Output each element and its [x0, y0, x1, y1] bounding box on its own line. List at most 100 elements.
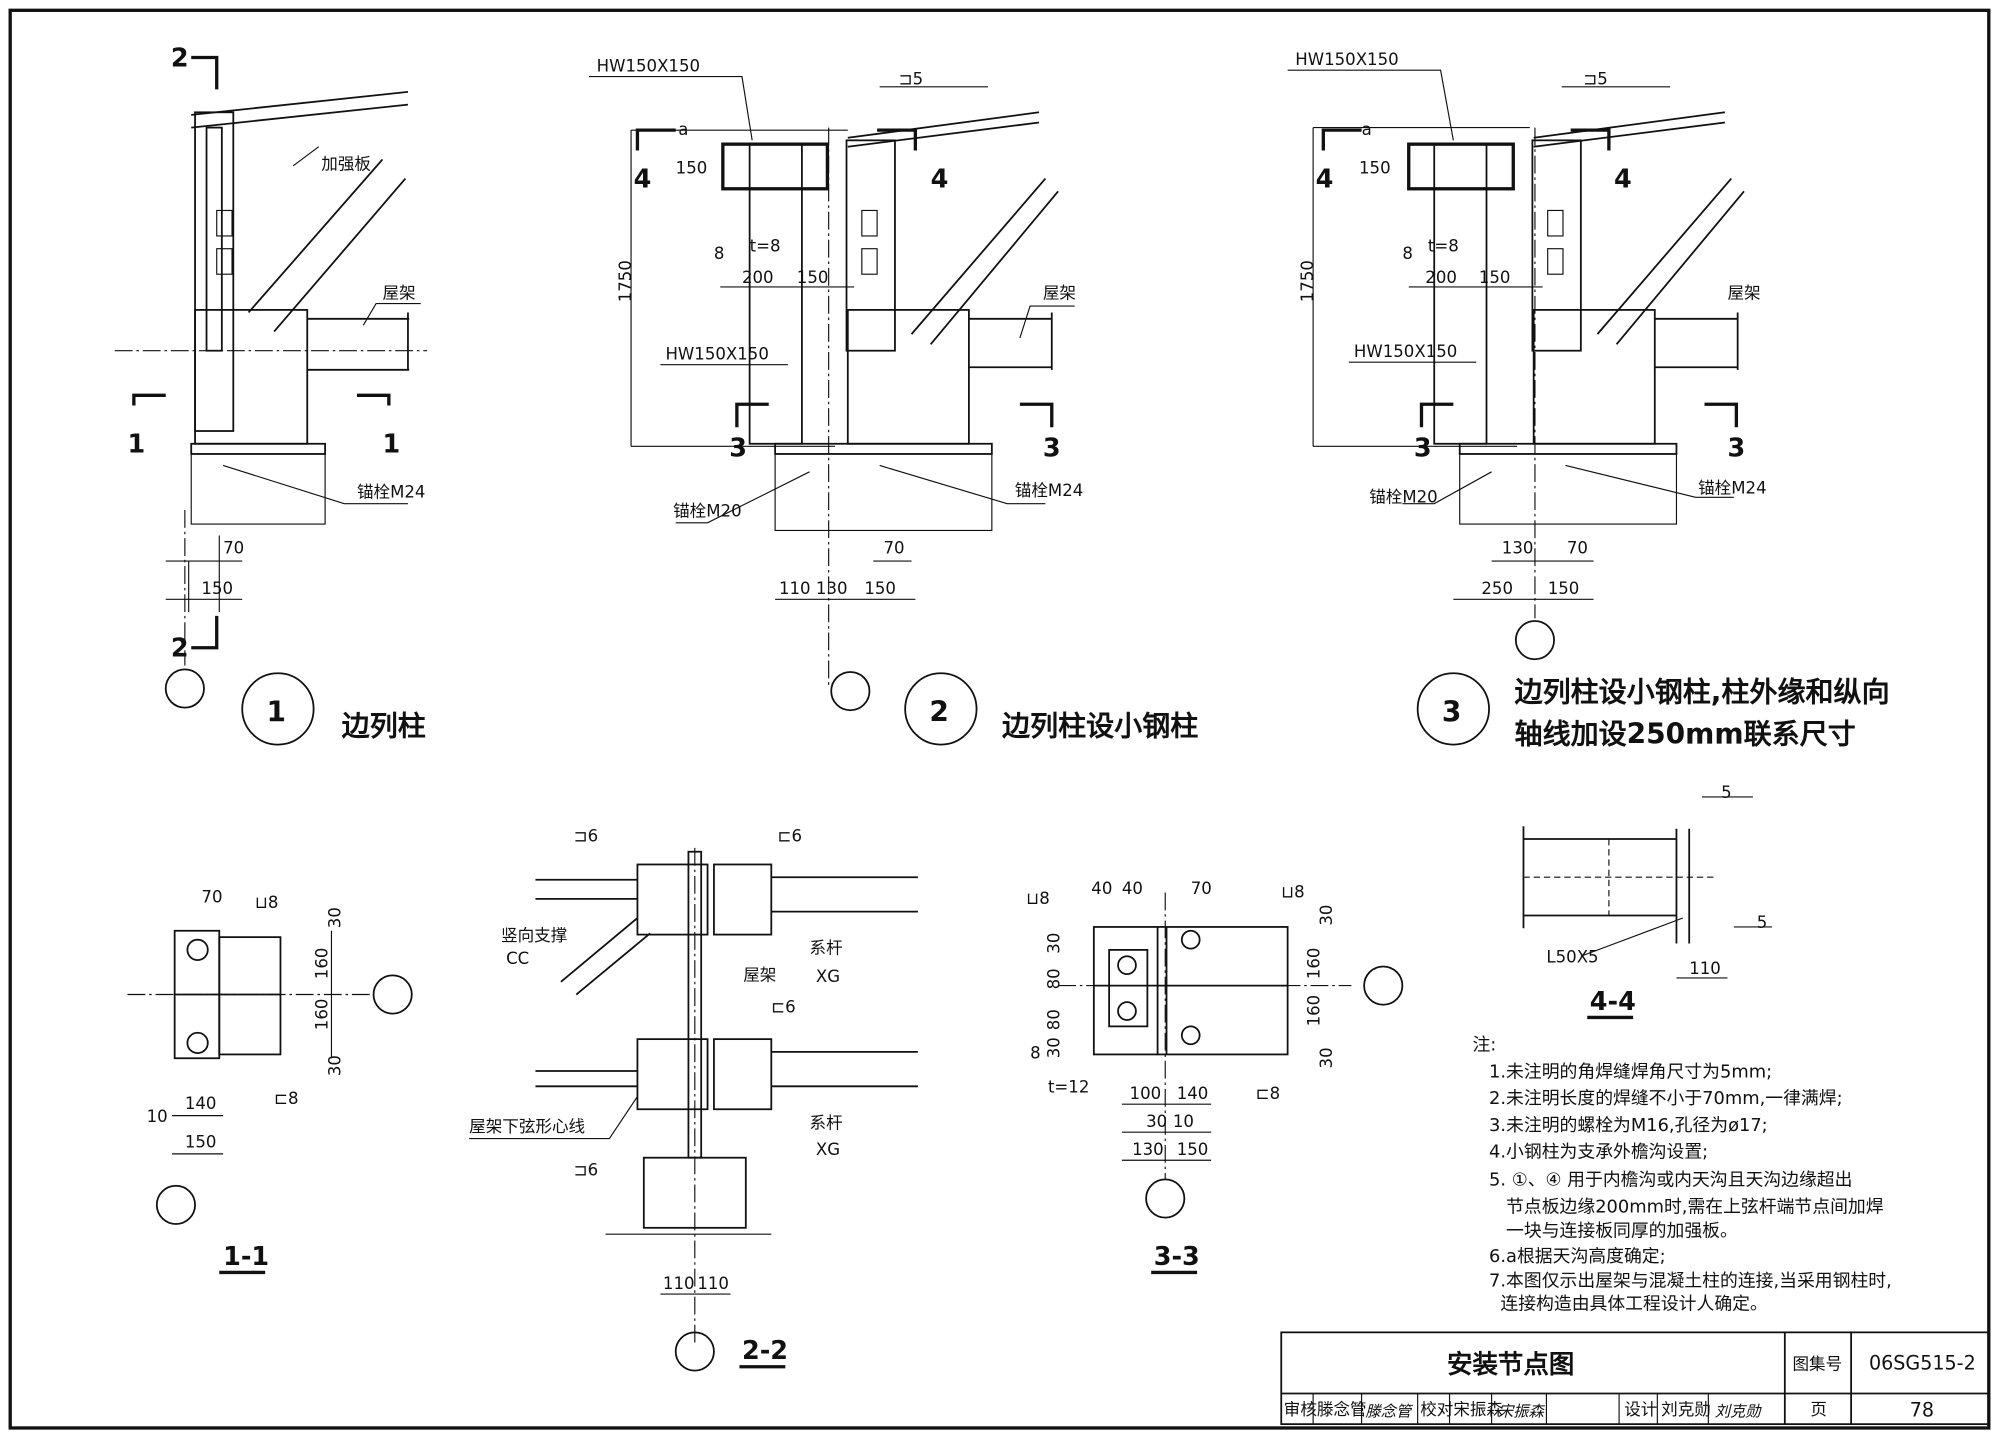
- dim-80: 80: [1044, 968, 1063, 989]
- anchor-m24-label: 锚栓M24: [1698, 478, 1767, 497]
- note-2: 2.未注明长度的焊缝不小于70mm,一律满焊;: [1489, 1088, 1843, 1109]
- weld-label: ⊐5: [899, 69, 923, 88]
- section-4-4: 5 5 L50X5 110 4-4: [1522, 783, 1773, 1020]
- dim-150: 150: [864, 579, 896, 598]
- section-mark-1-right: 1: [382, 430, 400, 460]
- section-mark-4-left: 4: [1316, 165, 1334, 195]
- dim-10: 10: [1173, 1112, 1194, 1131]
- note-7-cont: 连接构造由具体工程设计人确定。: [1489, 1293, 1768, 1314]
- dim-1750: 1750: [1298, 260, 1317, 302]
- axis-bubble: [830, 671, 871, 712]
- section-mark-3-right: 3: [1043, 434, 1061, 464]
- section-3-3: ⊔8 40 40 70 ⊔8 30 80 80 30 8 30 160 160 …: [1026, 879, 1404, 1275]
- section-mark-4-right: 4: [1614, 165, 1632, 195]
- tie-code-top: XG: [816, 967, 840, 986]
- detail-number: 2: [929, 696, 949, 729]
- dim-110: 110: [779, 579, 811, 598]
- section-title: 1-1: [223, 1242, 269, 1272]
- detail-1-edge-column: 2 1 1 加强板 屋架 锚栓M24 70 150 2 1 边列柱: [114, 43, 428, 746]
- dim-10: 10: [147, 1107, 168, 1126]
- plate-thickness: t=8: [1428, 236, 1459, 255]
- section-title: 3-3: [1154, 1242, 1200, 1272]
- axis-bubble: [1363, 965, 1404, 1006]
- note-5-cont1: 节点板边缘200mm时,需在上弦杆端节点间加焊: [1489, 1197, 1884, 1218]
- detail-number-circle: [1416, 672, 1490, 746]
- dim-130: 130: [1502, 538, 1534, 557]
- dim-70: 70: [883, 538, 904, 557]
- weld-3: ⊏6: [771, 997, 795, 1016]
- dim-250: 250: [1481, 579, 1513, 598]
- dim-a: a: [678, 120, 688, 139]
- dim-150: 150: [1177, 1140, 1209, 1159]
- weld-2: ⊏6: [778, 827, 802, 846]
- weld-label: ⊐5: [1583, 69, 1607, 88]
- weld-1: ⊔8: [1026, 889, 1049, 908]
- stiffener-label: 加强板: [321, 155, 371, 174]
- review-label: 审核: [1284, 1400, 1317, 1419]
- dim-30: 30: [325, 907, 344, 928]
- dim-150: 150: [1548, 579, 1580, 598]
- atlas-label: 图集号: [1792, 1354, 1842, 1373]
- detail-title: 边列柱: [342, 710, 426, 743]
- dim-200: 200: [1425, 268, 1457, 287]
- weld-3: ⊏8: [1256, 1084, 1280, 1103]
- axis-bubble: [372, 974, 413, 1015]
- brace-code: CC: [506, 949, 529, 968]
- dim-30: 30: [1317, 905, 1336, 926]
- note-4: 4.小钢柱为支承外檐沟设置;: [1489, 1142, 1708, 1163]
- tie-code-bottom: XG: [816, 1140, 840, 1159]
- designer-signature: 刘克勋: [1715, 1402, 1763, 1420]
- dim-30: 30: [325, 1055, 344, 1076]
- plate-thickness: t=12: [1048, 1078, 1089, 1097]
- section-mark-4-right: 4: [931, 165, 949, 195]
- dim-150: 150: [185, 1132, 217, 1151]
- weld-4: ⊐6: [574, 1161, 598, 1180]
- top-member-label: HW150X150: [597, 57, 700, 76]
- dim-130: 130: [1132, 1140, 1164, 1159]
- dim-30: 30: [1317, 1047, 1336, 1068]
- page-label: 页: [1810, 1400, 1827, 1419]
- section-title: 4-4: [1590, 987, 1636, 1017]
- dim-150: 150: [201, 579, 233, 598]
- checker-signature: 宋振森: [1498, 1402, 1546, 1420]
- note-5-cont2: 一块与连接板同厚的加强板。: [1489, 1221, 1738, 1242]
- dim-140: 140: [185, 1094, 217, 1113]
- check-label: 校对: [1420, 1400, 1453, 1419]
- dim-110: 110: [1689, 959, 1721, 978]
- dim-160: 160: [1304, 995, 1323, 1027]
- truss-label: 屋架: [1043, 283, 1076, 302]
- axis-bubble: [1145, 1178, 1186, 1219]
- axis-bubble: [164, 668, 205, 709]
- note-5: 5. ①、④ 用于内檐沟或内天沟且天沟边缘超出: [1489, 1170, 1852, 1191]
- axis-bubble: [674, 1331, 715, 1372]
- detail-number-circle: [241, 672, 315, 746]
- axis-bubble: [155, 1184, 196, 1225]
- dim-1750: 1750: [616, 260, 635, 302]
- note-3: 3.未注明的螺栓为M16,孔径为ø17;: [1489, 1115, 1768, 1136]
- design-label: 设计: [1624, 1400, 1657, 1419]
- section-mark-3-right: 3: [1727, 434, 1745, 464]
- weld-2: 5: [1757, 913, 1768, 932]
- dim-8: 8: [1030, 1043, 1041, 1062]
- column-member-label: HW150X150: [1354, 342, 1457, 361]
- note-7: 7.本图仅示出屋架与混凝土柱的连接,当采用钢柱时,: [1489, 1270, 1892, 1291]
- note-1: 1.未注明的角焊缝焊角尺寸为5mm;: [1489, 1061, 1772, 1082]
- page-number: 78: [1910, 1398, 1934, 1421]
- weld-top: ⊔8: [255, 893, 278, 912]
- anchor-m24-label: 锚栓M24: [1015, 481, 1084, 500]
- section-1-1: 70 ⊔8 30 160 160 30 ⊏8 10 140 150 1-1: [127, 888, 413, 1275]
- weld-1: ⊐6: [574, 827, 598, 846]
- section-mark-2-top: 2: [171, 43, 189, 73]
- dim-160-top: 160: [313, 948, 332, 980]
- dim-110-right: 110: [697, 1274, 729, 1293]
- drawing-title: 安装节点图: [1447, 1350, 1574, 1380]
- detail-number: 3: [1442, 696, 1462, 729]
- reviewer-name: 滕念管: [1317, 1399, 1367, 1419]
- detail-2-small-steel-column: HW150X150 ⊐5 1750 4 4 a 150 t=8 8 200 15…: [588, 57, 1198, 746]
- title-block: 安装节点图 图集号 06SG515-2 审核 滕念管 滕念管 校对 宋振森 宋振…: [1280, 1331, 1990, 1426]
- dim-40-left: 40: [1091, 879, 1112, 898]
- section-mark-1-left: 1: [127, 430, 145, 460]
- detail-title-line2: 轴线加设250mm联系尺寸: [1515, 717, 1856, 750]
- anchor-m20-label: 锚栓M20: [673, 501, 742, 520]
